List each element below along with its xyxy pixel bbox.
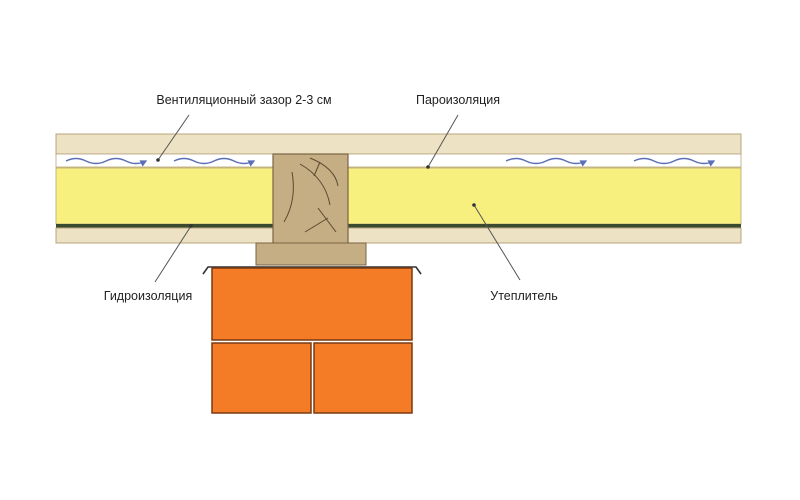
top-board [55,133,742,155]
leader-insulation [473,204,521,281]
air-flow-arrow-icon [633,157,716,167]
leader-vapor-barrier [427,114,459,168]
label-ventilation-gap: Вентиляционный зазор 2-3 см [156,93,331,107]
air-flow-arrow-icon [65,157,148,167]
wooden-beam [272,153,349,245]
label-insulation: Утеплитель [490,289,557,303]
label-waterproofing: Гидроизоляция [104,289,192,303]
support-pad [255,242,367,266]
leader-dot [426,165,430,169]
waterproofing-membrane [56,224,741,228]
insulation-layer [55,167,742,225]
air-flow-arrow-icon [505,157,588,167]
bottom-board [55,227,742,244]
brick-wall [211,267,413,414]
label-vapor-barrier: Пароизоляция [416,93,500,107]
leader-dot [156,158,160,162]
leader-ventilation-gap [157,114,190,161]
leader-dot [189,224,193,228]
leader-lines [154,114,521,283]
wall-cap-flashing [202,266,422,275]
air-flow-arrow-icon [173,157,256,167]
leader-waterproofing [154,225,192,283]
leader-dot [472,203,476,207]
air-flow-arrows [65,157,716,167]
